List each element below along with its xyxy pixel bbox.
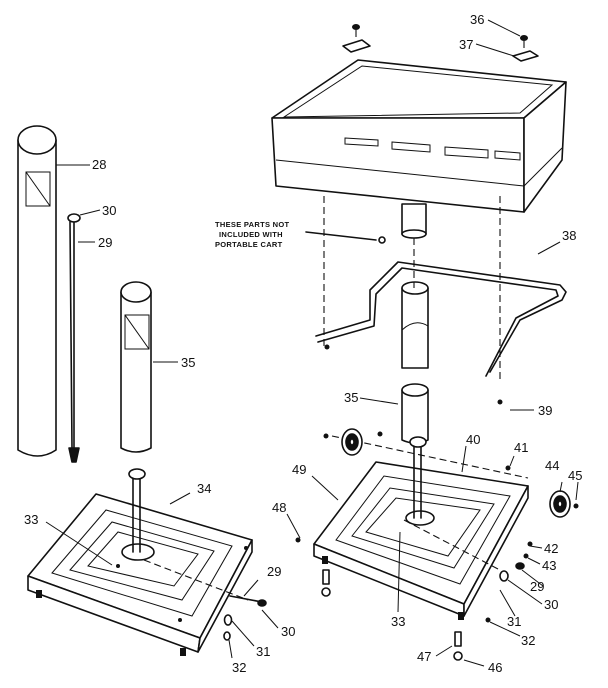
label-35-post: 35 (181, 355, 195, 370)
long-post (17, 125, 90, 457)
label-49: 49 (292, 462, 306, 477)
label-43: 43 (542, 558, 556, 573)
label-44: 44 (545, 458, 559, 473)
note-line-3: PORTABLE CART (215, 240, 283, 249)
short-post (120, 281, 178, 453)
label-38: 38 (562, 228, 576, 243)
note-line-2: INCLUDED WITH (219, 230, 283, 239)
label-29-cart: 29 (530, 579, 544, 594)
grill-bowl (271, 19, 567, 244)
cart-handle (315, 241, 567, 411)
label-41: 41 (514, 440, 528, 455)
label-31-cart: 31 (507, 614, 521, 629)
label-42: 42 (544, 541, 558, 556)
label-28: 28 (92, 157, 106, 172)
label-32-cart: 32 (521, 633, 535, 648)
label-48: 48 (272, 500, 286, 515)
label-34: 34 (197, 481, 211, 496)
label-30-rod: 30 (102, 203, 116, 218)
label-47: 47 (417, 649, 431, 664)
label-30-base: 30 (281, 624, 295, 639)
note-line-1: THESE PARTS NOT (215, 220, 289, 229)
label-36: 36 (470, 12, 484, 27)
label-40: 40 (466, 432, 480, 447)
label-29-base: 29 (267, 564, 281, 579)
label-33-left: 33 (24, 512, 38, 527)
label-37: 37 (459, 37, 473, 52)
label-30-cart: 30 (544, 597, 558, 612)
adjustment-rod (67, 209, 101, 463)
post-sleeve (359, 281, 429, 444)
left-base (27, 468, 279, 659)
label-35-sleeve: 35 (344, 390, 358, 405)
label-29-rod: 29 (98, 235, 112, 250)
label-31-base: 31 (256, 644, 270, 659)
label-32-base: 32 (232, 660, 246, 675)
cart-base (286, 428, 579, 667)
label-46: 46 (488, 660, 502, 675)
label-39: 39 (538, 403, 552, 418)
label-33-right: 33 (391, 614, 405, 629)
label-45: 45 (568, 468, 582, 483)
